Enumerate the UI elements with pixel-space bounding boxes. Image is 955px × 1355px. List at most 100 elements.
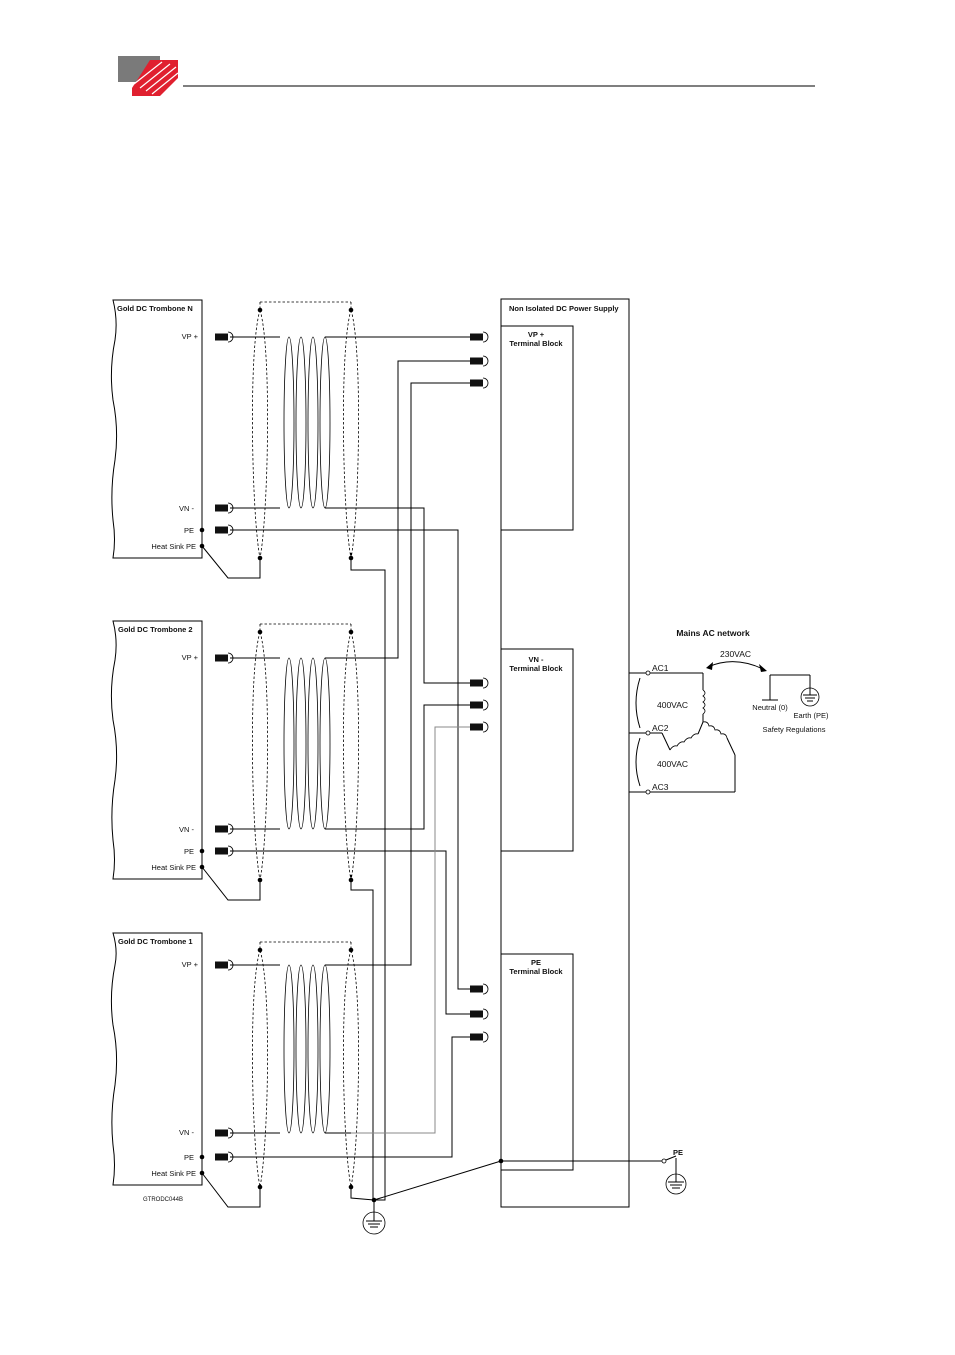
shield-ground-wire bbox=[350, 553, 386, 1201]
cable-shield bbox=[252, 949, 268, 1188]
psu-connector bbox=[470, 1010, 483, 1018]
junction-dot bbox=[257, 555, 263, 561]
pe-output-label: PE bbox=[673, 1148, 683, 1157]
psu-connector bbox=[470, 701, 483, 709]
twisted-pair-coil bbox=[319, 964, 331, 1134]
vp-terminal-label: VP + bbox=[182, 653, 199, 662]
pe-terminal-label: PE bbox=[184, 526, 194, 535]
vp-terminal-block bbox=[500, 325, 574, 531]
voltage-400-label-2: 400VAC bbox=[657, 759, 688, 769]
vp-block-title: VP + bbox=[528, 330, 545, 339]
twisted-pair-coil bbox=[307, 657, 319, 830]
junction-dot bbox=[199, 527, 205, 533]
pe-block-subtitle: Terminal Block bbox=[509, 967, 563, 976]
psu-connector bbox=[470, 1033, 483, 1041]
cable-shield bbox=[343, 309, 359, 559]
psu-connector bbox=[470, 723, 483, 731]
connector-socket bbox=[482, 331, 489, 343]
heat-sink-wire bbox=[201, 545, 261, 579]
vn-connector bbox=[215, 504, 228, 512]
junction-dot bbox=[348, 307, 354, 313]
psu-connector bbox=[470, 679, 483, 687]
vn-terminal-label: VN - bbox=[179, 825, 195, 834]
pe-connector bbox=[215, 1153, 228, 1161]
twisted-pair-coil bbox=[283, 964, 295, 1134]
pe-wire bbox=[351, 1036, 470, 1158]
twisted-pair-coil bbox=[319, 336, 331, 509]
pe-terminal-block bbox=[500, 953, 574, 1171]
cable-shield bbox=[343, 631, 359, 881]
vp-block-subtitle: Terminal Block bbox=[509, 339, 563, 348]
voltage-400-label: 400VAC bbox=[657, 700, 688, 710]
psu-connector bbox=[470, 985, 483, 993]
twisted-pair-coil bbox=[295, 657, 307, 830]
pe-wire bbox=[351, 850, 470, 1015]
junction-dot bbox=[257, 947, 263, 953]
cable-shield bbox=[252, 309, 268, 559]
junction-dot bbox=[257, 629, 263, 635]
psu-connector bbox=[470, 379, 483, 387]
pe-wire bbox=[351, 529, 470, 990]
junction-dot bbox=[199, 1154, 205, 1160]
pe-block-title: PE bbox=[531, 958, 541, 967]
twisted-pair-coil bbox=[307, 964, 319, 1134]
twisted-pair-coil bbox=[295, 336, 307, 509]
heat-sink-pe-label: Heat Sink PE bbox=[151, 1169, 196, 1178]
drive-2: Gold DC Trombone 2 VP + VN - PE Heat Sin… bbox=[110, 620, 203, 880]
heat-sink-pe-label: Heat Sink PE bbox=[151, 542, 196, 551]
neutral-label: Neutral (0) bbox=[752, 703, 788, 712]
shield-ground-wire bbox=[350, 1187, 375, 1201]
vn-block-title: VN - bbox=[529, 655, 545, 664]
psu-connector bbox=[470, 333, 483, 341]
vp-connector bbox=[215, 333, 228, 341]
cable-shield bbox=[343, 949, 359, 1188]
psu-connector bbox=[470, 357, 483, 365]
company-logo bbox=[118, 56, 179, 96]
vn-wire bbox=[351, 726, 470, 1134]
heat-sink-wire bbox=[201, 1172, 261, 1208]
earth-icon bbox=[800, 687, 820, 707]
twisted-pair-coil bbox=[283, 657, 295, 830]
connector-socket bbox=[482, 983, 489, 995]
heat-sink-wire bbox=[201, 866, 261, 901]
vp-wire bbox=[351, 382, 470, 966]
connector-socket bbox=[482, 355, 489, 367]
earth-label: Earth (PE) bbox=[793, 711, 829, 720]
drive-1: Gold DC Trombone 1 VP + VN - PE Heat Sin… bbox=[110, 932, 203, 1186]
vn-terminal-block bbox=[500, 648, 574, 852]
vn-terminal-label: VN - bbox=[179, 504, 195, 513]
ground-icon bbox=[665, 1173, 687, 1195]
vn-wire bbox=[351, 704, 470, 830]
mains-title: Mains AC network bbox=[676, 628, 750, 638]
twisted-pair-coil bbox=[319, 657, 331, 830]
twisted-pair-coil bbox=[295, 964, 307, 1134]
vn-wire bbox=[351, 507, 470, 684]
junction-dot bbox=[199, 848, 205, 854]
drawing-code: GTRODC044B bbox=[143, 1197, 183, 1203]
connector-socket bbox=[482, 377, 489, 389]
vp-terminal-label: VP + bbox=[182, 960, 199, 969]
pe-connector bbox=[215, 526, 228, 534]
vn-block-subtitle: Terminal Block bbox=[509, 664, 563, 673]
power-supply-title: Non Isolated DC Power Supply bbox=[509, 304, 619, 313]
vp-wire bbox=[351, 360, 470, 659]
pe-connector bbox=[215, 847, 228, 855]
connector-socket bbox=[482, 699, 489, 711]
connector-socket bbox=[482, 677, 489, 689]
connector-socket bbox=[482, 721, 489, 733]
vn-terminal-label: VN - bbox=[179, 1128, 195, 1137]
pe-terminal-label: PE bbox=[184, 1153, 194, 1162]
pe-terminal-label: PE bbox=[184, 847, 194, 856]
drive-n: Gold DC Trombone N VP + VN - PE Heat Sin… bbox=[110, 299, 203, 559]
connector-socket bbox=[482, 1008, 489, 1020]
junction-dot bbox=[257, 307, 263, 313]
drive-title: Gold DC Trombone N bbox=[117, 304, 193, 313]
junction-dot bbox=[371, 1197, 377, 1203]
twisted-pair-coil bbox=[283, 336, 295, 509]
drive-title: Gold DC Trombone 2 bbox=[118, 625, 193, 634]
power-supply: Non Isolated DC Power Supply VP + Termin… bbox=[500, 298, 630, 1208]
shield-ground-wire bbox=[350, 875, 374, 1200]
cable-shield bbox=[252, 631, 268, 881]
vp-connector bbox=[215, 961, 228, 969]
